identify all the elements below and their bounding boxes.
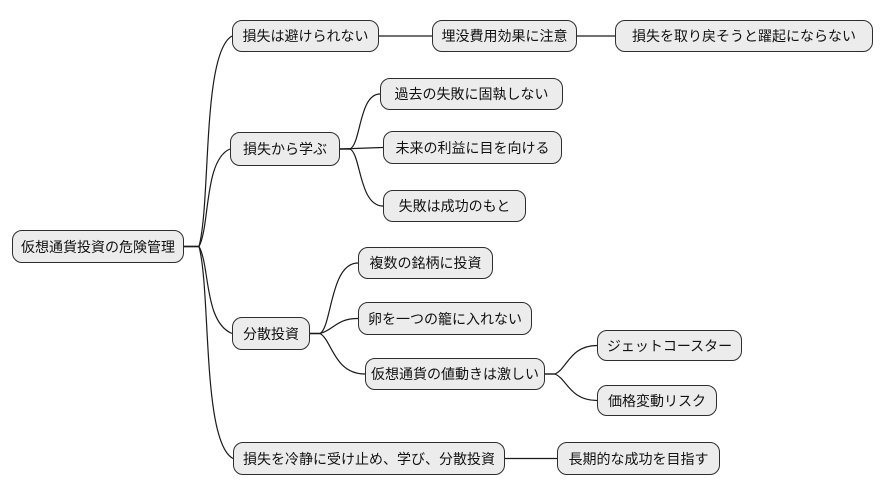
node-accept-learn-diversify: 損失を冷静に受け止め、学び、分散投資 <box>233 442 505 475</box>
edge-n4-n6 <box>339 146 384 150</box>
node-volatile-prices: 仮想通貨の値動きは激しい <box>365 358 545 390</box>
edge-n8-n10 <box>310 317 359 335</box>
edge-root-n4 <box>184 148 231 248</box>
edge-root-n8 <box>184 245 233 335</box>
node-eggs-one-basket: 卵を一つの籠に入れない <box>358 302 532 335</box>
edge-root-n1 <box>184 35 233 248</box>
edge-n4-n5 <box>340 93 381 150</box>
node-losses-unavoidable: 損失は避けられない <box>232 20 379 52</box>
edge-n11-n12 <box>545 344 598 375</box>
node-focus-future-profit: 未来の利益に目を向ける <box>383 131 562 164</box>
node-sunk-cost-caution: 埋没費用効果に注意 <box>432 20 577 52</box>
node-price-risk: 価格変動リスク <box>597 385 717 416</box>
edge-n8-n11 <box>310 332 366 375</box>
node-longterm-success: 長期的な成功を目指す <box>557 442 720 475</box>
node-multiple-assets: 複数の銘柄に投資 <box>358 247 493 279</box>
node-roller-coaster: ジェットコースター <box>597 330 742 361</box>
edge-root-n14 <box>184 245 234 460</box>
node-diversification: 分散投資 <box>232 317 310 350</box>
edge-n4-n7 <box>340 148 384 207</box>
node-dont-chase-losses: 損失を取り戻そうと躍起にならない <box>615 20 873 52</box>
edge-n8-n9 <box>310 262 359 335</box>
node-root: 仮想通貨投資の危険管理 <box>12 230 184 263</box>
node-learn-from-losses: 損失から学ぶ <box>230 132 340 166</box>
node-failure-leads-success: 失敗は成功のもと <box>383 190 526 222</box>
node-dont-dwell-on-past: 過去の失敗に固執しない <box>380 78 563 110</box>
edge-n11-n13 <box>545 373 598 402</box>
